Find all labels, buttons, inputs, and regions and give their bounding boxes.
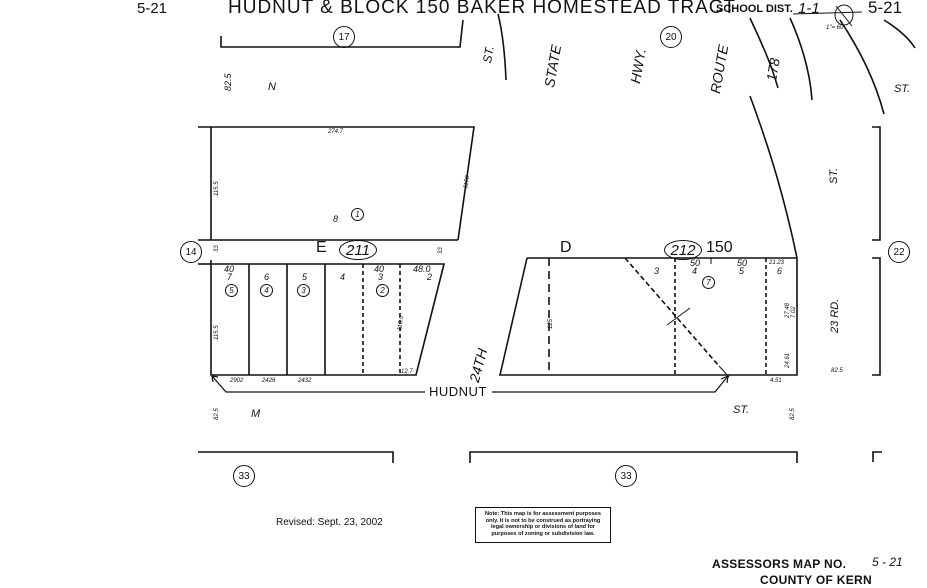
street-curve-mid [749,17,779,89]
block-d-depth: 125 [548,318,554,329]
lot-4-width: 50 [690,258,701,268]
parcel-2-circle[interactable]: 2 [376,284,389,297]
county-label: COUNTY OF KERN [760,573,872,587]
lot-e-4: 4 [340,272,346,282]
page-ref-33-left[interactable]: 33 [233,465,255,487]
parcel-7-circle[interactable]: 7 [702,276,715,289]
block-33-right [469,451,798,463]
school-district-label: SCHOOL DIST. [716,3,793,15]
n-street-label: N [268,81,276,93]
school-district-value: 1-1 [798,0,820,17]
page-ref-17[interactable]: 17 [333,26,355,48]
street-curve-right [789,17,813,101]
e-bottom-right-dim: 12.7 [401,369,413,375]
m-street-width: 82.5 [214,408,220,420]
block-22-upper [872,126,881,241]
block-d-block-number: 150 [706,239,733,256]
street-curve-far [839,19,885,115]
block-33-left [198,451,394,463]
lot-e-3: 3 [378,272,384,282]
route-number: 178 [763,56,783,83]
lot-e-5: 5 [302,272,308,282]
23rd-road-label: 23 RD. [829,298,841,333]
lot-2-width: 48.0 [413,264,431,274]
d-right-dim-2: 7.02 [791,306,797,318]
page-ref-20[interactable]: 20 [660,26,682,48]
block-22-lower [872,257,881,376]
lot-d-3: 3 [654,266,660,276]
block-33-corner [872,451,882,462]
page-ref-14[interactable]: 14 [180,241,202,263]
n-street-width: 82.5 [223,73,233,91]
disclaimer-note: Note: This map is for assessment purpose… [475,507,611,543]
e-bottom-dim-3: 2432 [298,378,312,384]
block-d-outline [498,257,798,376]
hudnut-street-label: HUDNUT [429,384,487,399]
parcel-8-top [198,126,475,241]
lots-e-depth: 115.5 [214,325,220,340]
lot-5-width: 50 [737,258,748,268]
block-d-diagonal [624,257,720,367]
lot-7-width: 40 [224,264,235,274]
block-e-number[interactable]: 211 [339,240,377,260]
page-ref-33-right[interactable]: 33 [615,465,637,487]
revised-date: Revised: Sept. 23, 2002 [276,517,383,528]
d-right-dim-3: 24.61 [785,352,791,368]
page-ref-22[interactable]: 22 [888,241,910,263]
lot-d-6: 6 [777,266,783,276]
m-street-label: M [251,408,261,420]
parcel-5-circle[interactable]: 5 [225,284,238,297]
map-title: HUDNUT & BLOCK 150 BAKER HOMESTEAD TRACT [228,0,737,18]
d-bottom-right-dim: 4.51 [770,378,782,384]
parcel-8-width: 274.7 [328,129,344,135]
rd-width-1: 82.5 [831,368,843,374]
assessors-map-label: ASSESSORS MAP NO. [712,557,847,571]
north-arrow-icon [834,4,854,26]
lot-3-width: 40 [374,264,385,274]
n-street-suffix: ST. [480,44,497,65]
lot-e-6: 6 [264,272,270,282]
assessors-map-number: 5 - 21 [872,555,903,569]
route-curve [749,95,798,259]
street-curve-left [497,13,507,81]
e-right-33: 33 [438,247,444,254]
m-street-suffix: ST. [733,404,750,416]
m-st-width-right: 82.5 [790,408,796,420]
parcel-3-circle[interactable]: 3 [297,284,310,297]
lot-d-4: 4 [692,266,698,276]
e-left-33: 33 [214,245,220,252]
parcel-8-lot: 8 [333,214,339,224]
st-top-right: ST. [894,83,911,95]
block-d-letter: D [560,239,572,256]
parcel-1-circle[interactable]: 1 [351,208,364,221]
lot-6-width: 21.23 [769,260,785,266]
lot-lines-e-dashed [362,264,401,375]
map-scale: 1"= 60' [826,25,845,31]
block-d-number[interactable]: 212 [664,240,702,260]
block-e-outline [210,260,446,376]
parcel-4-circle[interactable]: 4 [260,284,273,297]
lot-d-5: 5 [739,266,745,276]
street-curve-corner [883,19,916,49]
block-e-letter: E [316,239,327,256]
st-right-label: ST. [828,167,840,184]
block-d-dashed-lots [674,258,767,375]
parcel-8-depth: 115.5 [214,181,220,196]
map-number-left: 5-21 [137,0,168,17]
lot-e-7: 7 [227,272,233,282]
e-bottom-dim-2: 2426 [262,378,276,384]
lot-lines-e [248,264,326,375]
e-bottom-dim-1: 2902 [230,378,244,384]
map-number-right: 5-21 [868,0,903,17]
lot-e-2: 2 [427,272,433,282]
